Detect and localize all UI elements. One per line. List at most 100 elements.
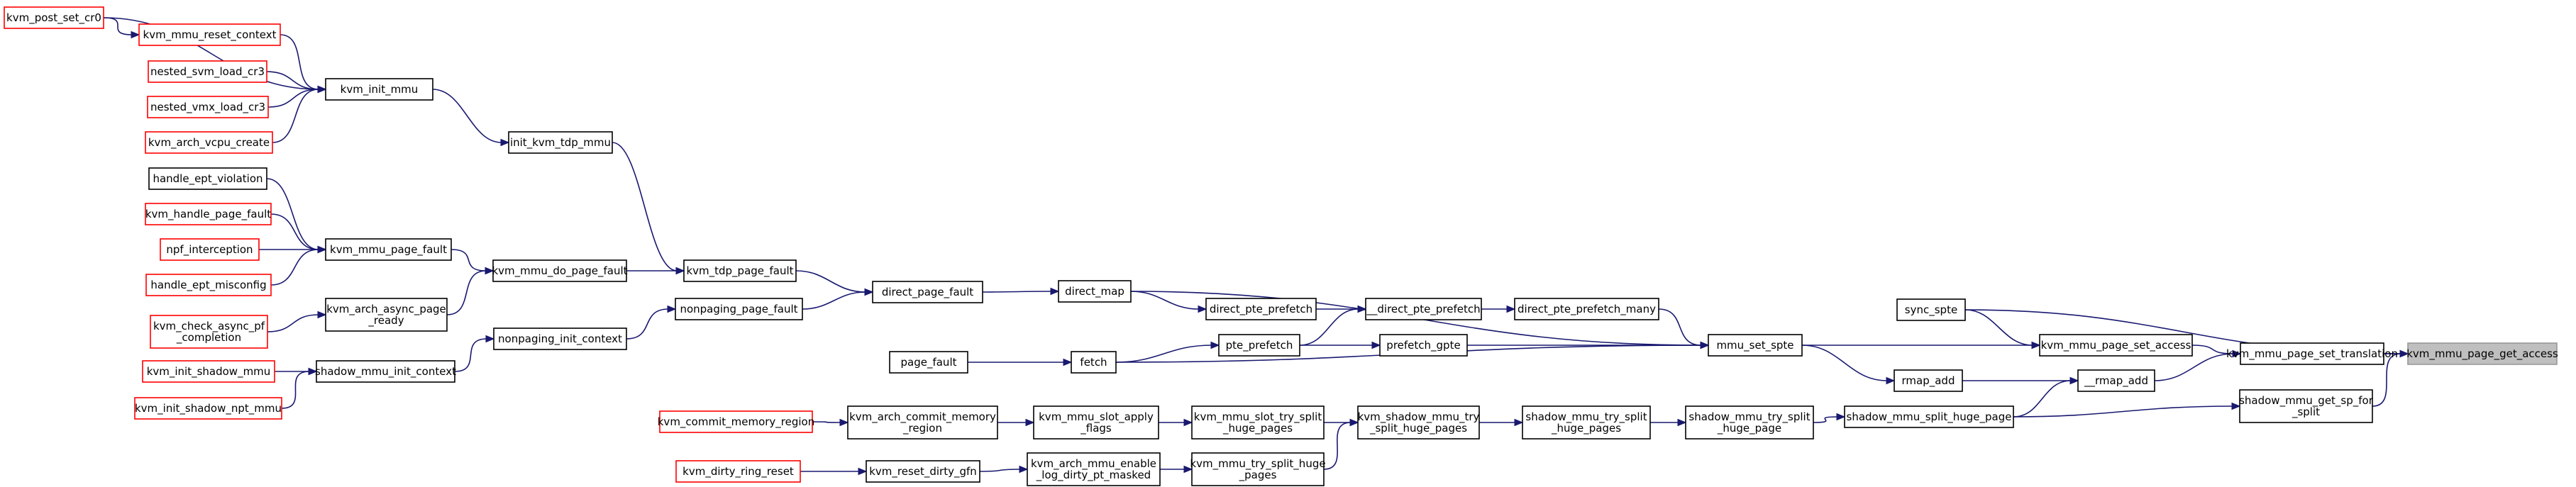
node-kvm-handle-page-fault[interactable]: kvm_handle_page_fault: [145, 203, 272, 225]
node-kvm-init-shadow-mmu[interactable]: kvm_init_shadow_mmu: [142, 360, 275, 383]
node-kvm-arch-vcpu-create[interactable]: kvm_arch_vcpu_create: [145, 131, 273, 154]
node-kvm-mmu-slot-apply-flags[interactable]: kvm_mmu_slot_apply_flags: [1033, 405, 1159, 440]
arrowhead: [1886, 376, 1896, 385]
node-direct-pte-prefetch[interactable]: direct_pte_prefetch: [1205, 298, 1317, 320]
node-label: kvm_tdp_page_fault: [686, 264, 793, 278]
node-nonpaging-init-context[interactable]: nonpaging_init_context: [493, 328, 627, 350]
node-fetch[interactable]: fetch: [1071, 351, 1117, 374]
node-page-fault[interactable]: page_fault: [889, 351, 968, 374]
node-label: kvm_commit_memory_region: [658, 415, 814, 429]
node-kvm-tdp-page-fault[interactable]: kvm_tdp_page_fault: [683, 259, 797, 282]
node-kvm-shadow-mmu-try-split-huge-pages[interactable]: kvm_shadow_mmu_try_split_huge_pages: [1357, 405, 1480, 440]
edge-handle-ept-misconfig-to-kvm-mmu-page-fault: [270, 245, 327, 286]
edge-kvm-arch-commit-memory-region-to-kvm-mmu-slot-apply-flags: [997, 418, 1035, 427]
node-direct-page-fault[interactable]: direct_page_fault: [872, 281, 983, 303]
node-direct-pte-prefetch-many[interactable]: direct_pte_prefetch_many: [1514, 298, 1659, 320]
edge-line: [2013, 380, 2072, 418]
node-direct-pte-prefetch-inner[interactable]: __direct_pte_prefetch: [1365, 298, 1482, 320]
edge-line: [270, 249, 319, 286]
node-nonpaging-page-fault[interactable]: nonpaging_page_fault: [675, 298, 803, 320]
node-kvm-mmu-slot-try-split-huge-pages[interactable]: kvm_mmu_slot_try_split_huge_pages: [1191, 405, 1325, 440]
arrowhead: [485, 335, 495, 343]
edge-sync-spte-to-kvm-mmu-page-set-access: [1964, 309, 2041, 349]
node-box: [866, 460, 980, 483]
node-shadow-mmu-try-split-huge-page[interactable]: shadow_mmu_try_split_huge_page: [1685, 405, 1814, 440]
node-kvm-arch-commit-memory-region[interactable]: kvm_arch_commit_memory_region: [847, 405, 998, 440]
node-pte-prefetch[interactable]: pte_prefetch: [1218, 334, 1300, 357]
edge-line: [2191, 345, 2234, 354]
node-prefetch-gpte[interactable]: prefetch_gpte: [1379, 334, 1468, 357]
node-label: nested_svm_load_cr3: [150, 65, 265, 79]
arrowhead: [1210, 341, 1220, 349]
edge-line: [1323, 422, 1351, 470]
node-kvm-arch-mmu-enable-log-dirty-pt-masked[interactable]: kvm_arch_mmu_enable_log_dirty_pt_masked: [1027, 452, 1161, 486]
node-box: [1514, 298, 1659, 320]
node-kvm-dirty-ring-reset[interactable]: kvm_dirty_ring_reset: [675, 460, 801, 483]
node-init-kvm-tdp-mmu[interactable]: init_kvm_tdp_mmu: [508, 131, 613, 154]
node-label: nonpaging_init_context: [498, 332, 622, 346]
node-handle-ept-misconfig[interactable]: handle_ept_misconfig: [145, 274, 272, 296]
node-nested-svm-load-cr3[interactable]: nested_svm_load_cr3: [148, 60, 267, 83]
edge-line: [432, 89, 502, 143]
node-mmu-set-spte[interactable]: mmu_set_spte: [1708, 334, 1803, 357]
node-kvm-mmu-try-split-huge-pages[interactable]: kvm_mmu_try_split_huge_pages: [1190, 452, 1326, 486]
node-box: [1058, 280, 1132, 303]
node-kvm-mmu-page-fault[interactable]: kvm_mmu_page_fault: [325, 238, 452, 261]
node-label: handle_ept_misconfig: [150, 279, 266, 292]
node-kvm-mmu-page-set-translation[interactable]: kvm_mmu_page_set_translation: [2226, 342, 2398, 365]
node-box: [493, 328, 627, 350]
node-label: shadow_mmu_try_split: [1525, 410, 1647, 424]
node-label: page_fault: [901, 356, 957, 369]
node-label: _flags: [1080, 422, 1112, 435]
node-kvm-init-shadow-npt-mmu[interactable]: kvm_init_shadow_npt_mmu: [134, 397, 282, 420]
node-box: [1191, 452, 1325, 486]
node-shadow-mmu-try-split-huge-pages[interactable]: shadow_mmu_try_split_huge_pages: [1522, 405, 1651, 440]
node-box: [148, 60, 267, 83]
edge-shadow-mmu-split-huge-page-to-shadow-mmu-get-sp-for-split: [2013, 402, 2241, 418]
node-kvm-mmu-page-set-access[interactable]: kvm_mmu_page_set_access: [2039, 334, 2193, 357]
node-shadow-mmu-init-context[interactable]: shadow_mmu_init_context: [315, 360, 456, 383]
arrowhead: [131, 30, 140, 39]
node-shadow-mmu-split-huge-page[interactable]: shadow_mmu_split_huge_page: [1844, 405, 2014, 428]
node-kvm-reset-dirty-gfn[interactable]: kvm_reset_dirty_gfn: [866, 460, 980, 483]
node-nested-vmx-load-cr3[interactable]: nested_vmx_load_cr3: [147, 96, 269, 118]
node-box: [2077, 369, 2155, 392]
node-kvm-init-mmu[interactable]: kvm_init_mmu: [325, 78, 433, 101]
edge-kvm-mmu-slot-apply-flags-to-kvm-mmu-slot-try-split-huge-pages: [1158, 418, 1193, 427]
node-kvm-commit-memory-region[interactable]: kvm_commit_memory_region: [658, 410, 814, 433]
node-rmap-add-inner[interactable]: __rmap_add: [2077, 369, 2155, 392]
node-shadow-mmu-get-sp-for-split[interactable]: shadow_mmu_get_sp_for_split: [2239, 389, 2374, 423]
node-box: [889, 351, 968, 374]
node-npf-interception[interactable]: npf_interception: [160, 238, 260, 261]
node-box: [675, 298, 803, 320]
node-box: [508, 131, 613, 154]
node-kvm-post-set-cr0[interactable]: kvm_post_set_cr0: [4, 6, 104, 29]
node-label: kvm_init_shadow_mmu: [147, 365, 271, 379]
edge-kvm-reset-dirty-gfn-to-kvm-arch-mmu-enable-log-dirty-pt-masked: [979, 465, 1029, 474]
node-kvm-check-async-pf-completion[interactable]: kvm_check_async_pf_completion: [150, 315, 268, 349]
node-rmap-add[interactable]: rmap_add: [1894, 369, 1963, 392]
node-box: [492, 259, 627, 282]
node-kvm-arch-async-page-ready[interactable]: kvm_arch_async_page_ready: [325, 298, 448, 332]
node-handle-ept-violation[interactable]: handle_ept_violation: [148, 167, 267, 190]
node-label: _pages: [1239, 469, 1277, 482]
arrowhead: [2399, 349, 2409, 358]
edge-line: [1658, 308, 1702, 346]
node-sync-spte[interactable]: sync_spte: [1896, 298, 1966, 321]
node-box: [1379, 334, 1468, 357]
edge-line: [103, 17, 319, 90]
node-box: [1708, 334, 1803, 357]
node-kvm-mmu-do-page-fault[interactable]: kvm_mmu_do_page_fault: [492, 259, 628, 282]
node-direct-map[interactable]: direct_map: [1058, 280, 1132, 303]
node-box: [160, 238, 260, 261]
edge-kvm-check-async-pf-completion-to-kvm-arch-async-page-ready: [267, 310, 327, 332]
node-label: kvm_arch_commit_memory: [849, 410, 996, 424]
node-kvm-mmu-reset-context[interactable]: kvm_mmu_reset_context: [138, 23, 281, 46]
node-box: [325, 238, 452, 261]
node-label: nested_vmx_load_cr3: [150, 101, 265, 114]
node-label: _split: [2292, 405, 2320, 419]
node-kvm-mmu-page-get-access[interactable]: kvm_mmu_page_get_access: [2406, 342, 2558, 365]
arrowhead: [1183, 418, 1193, 427]
edge-pte-prefetch-to-prefetch-gpte: [1299, 341, 1381, 349]
arrowhead: [1050, 287, 1060, 296]
